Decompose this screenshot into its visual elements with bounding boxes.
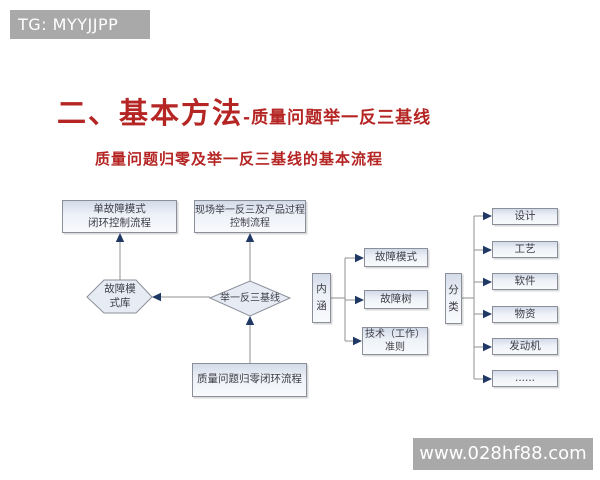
box-craft: 工艺 bbox=[492, 241, 558, 258]
label-baseline-diamond: 举一反三基线 bbox=[220, 293, 280, 304]
arrow-left-to-hexagon bbox=[152, 292, 161, 302]
arrow-to-fault-mode bbox=[355, 253, 364, 263]
arrow-to-fault-tree bbox=[355, 295, 364, 305]
arrow-to-material bbox=[483, 309, 492, 319]
watermark-banner-bottom: www.028hf88.com bbox=[413, 438, 593, 470]
arrow-to-design bbox=[483, 211, 492, 221]
arrow-to-tech-criteria bbox=[353, 336, 362, 346]
box-fault-tree: 故障树 bbox=[364, 290, 428, 309]
arrow-up-to-diamond bbox=[245, 316, 255, 325]
box-software: 软件 bbox=[492, 273, 558, 290]
arrow-to-engine bbox=[483, 342, 492, 352]
box-engine: 发动机 bbox=[492, 338, 558, 355]
box-classification: 分 类 bbox=[445, 273, 462, 324]
watermark-banner-top: TG: MYYJJPP bbox=[10, 10, 150, 39]
slide-subtitle: 质量问题归零及举一反三基线的基本流程 bbox=[95, 150, 384, 168]
box-quality-zero-loop: 质量问题归零闭环流程 bbox=[192, 363, 307, 397]
box-single-fault-loop: 单故障模式 闭环控制流程 bbox=[62, 200, 177, 233]
box-material: 物资 bbox=[492, 306, 558, 323]
box-connotation: 内 涵 bbox=[312, 273, 331, 323]
slide-title: 二、基本方法-质量问题举一反三基线 bbox=[57, 90, 431, 132]
arrow-up-to-site-control bbox=[245, 233, 255, 242]
slide-title-main: 二、基本方法 bbox=[57, 96, 244, 130]
label-fault-mode-library: 故障模 式库 bbox=[104, 283, 136, 309]
arrow-up-to-single-fault bbox=[115, 233, 125, 242]
box-more: ...... bbox=[492, 370, 558, 387]
box-site-process-control: 现场举一反三及产品过程 控制流程 bbox=[194, 200, 306, 233]
box-tech-work-criteria: 技术（工作） 准则 bbox=[362, 327, 428, 355]
arrow-to-more bbox=[483, 374, 492, 384]
arrow-to-craft bbox=[483, 245, 492, 255]
box-fault-mode: 故障模式 bbox=[364, 248, 428, 267]
slide-title-suffix: -质量问题举一反三基线 bbox=[243, 108, 432, 128]
diamond-baseline bbox=[208, 280, 292, 317]
arrow-to-software bbox=[483, 277, 492, 287]
box-design: 设计 bbox=[492, 208, 558, 225]
